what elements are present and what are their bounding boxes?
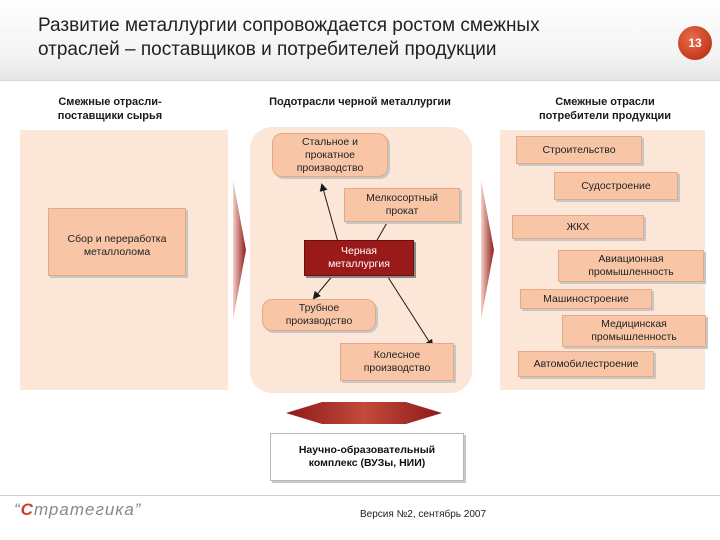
box-pipe: Трубное производство [262, 299, 376, 331]
left-flow-arrow [233, 180, 246, 320]
left-column-heading: Смежные отрасли- поставщики сырья [57, 96, 163, 122]
center-column-heading: Подотрасли черной металлургии [269, 96, 451, 108]
version-label: Версия №2, сентябрь 2007 [360, 509, 487, 520]
logo-wordmark: тратегика [33, 500, 135, 519]
box-small-section: Мелкосортный прокат [344, 188, 460, 222]
consumer-automotive: Автомобилестроение [518, 351, 654, 377]
box-ferrous-metallurgy: Черная металлургия [304, 240, 414, 276]
company-logo: “Стратегика” [14, 500, 142, 519]
connector-wheel [379, 266, 434, 348]
consumer-housing: ЖКХ [512, 215, 644, 239]
page-number-badge: 13 [678, 26, 712, 60]
connector-pipe [312, 266, 341, 300]
consumer-machinery: Машиностроение [520, 289, 652, 309]
consumer-medical: Медицинская промышленность [562, 315, 706, 347]
slide-header: Развитие металлургии сопровождается рост… [0, 0, 720, 81]
research-complex-box: Научно-образовательный комплекс (ВУЗы, Н… [270, 433, 464, 481]
consumer-aviation: Авиационная промышленность [558, 250, 704, 282]
right-flow-arrow [481, 180, 494, 320]
slide-title: Развитие металлургии сопровождается рост… [38, 15, 540, 60]
connector-steel [319, 183, 344, 249]
consumer-shipbuilding: Судостроение [554, 172, 678, 200]
box-steel-rolled: Стальное и прокатное производство [272, 133, 388, 177]
footer-divider [0, 495, 720, 496]
consumer-construction: Строительство [516, 136, 642, 164]
box-wheel: Колесное производство [340, 343, 454, 381]
right-column-heading: Смежные отрасли потребители продукции [539, 96, 671, 122]
research-double-arrow [286, 402, 442, 424]
supplier-box-scrap: Сбор и переработка металлолома [48, 208, 186, 276]
